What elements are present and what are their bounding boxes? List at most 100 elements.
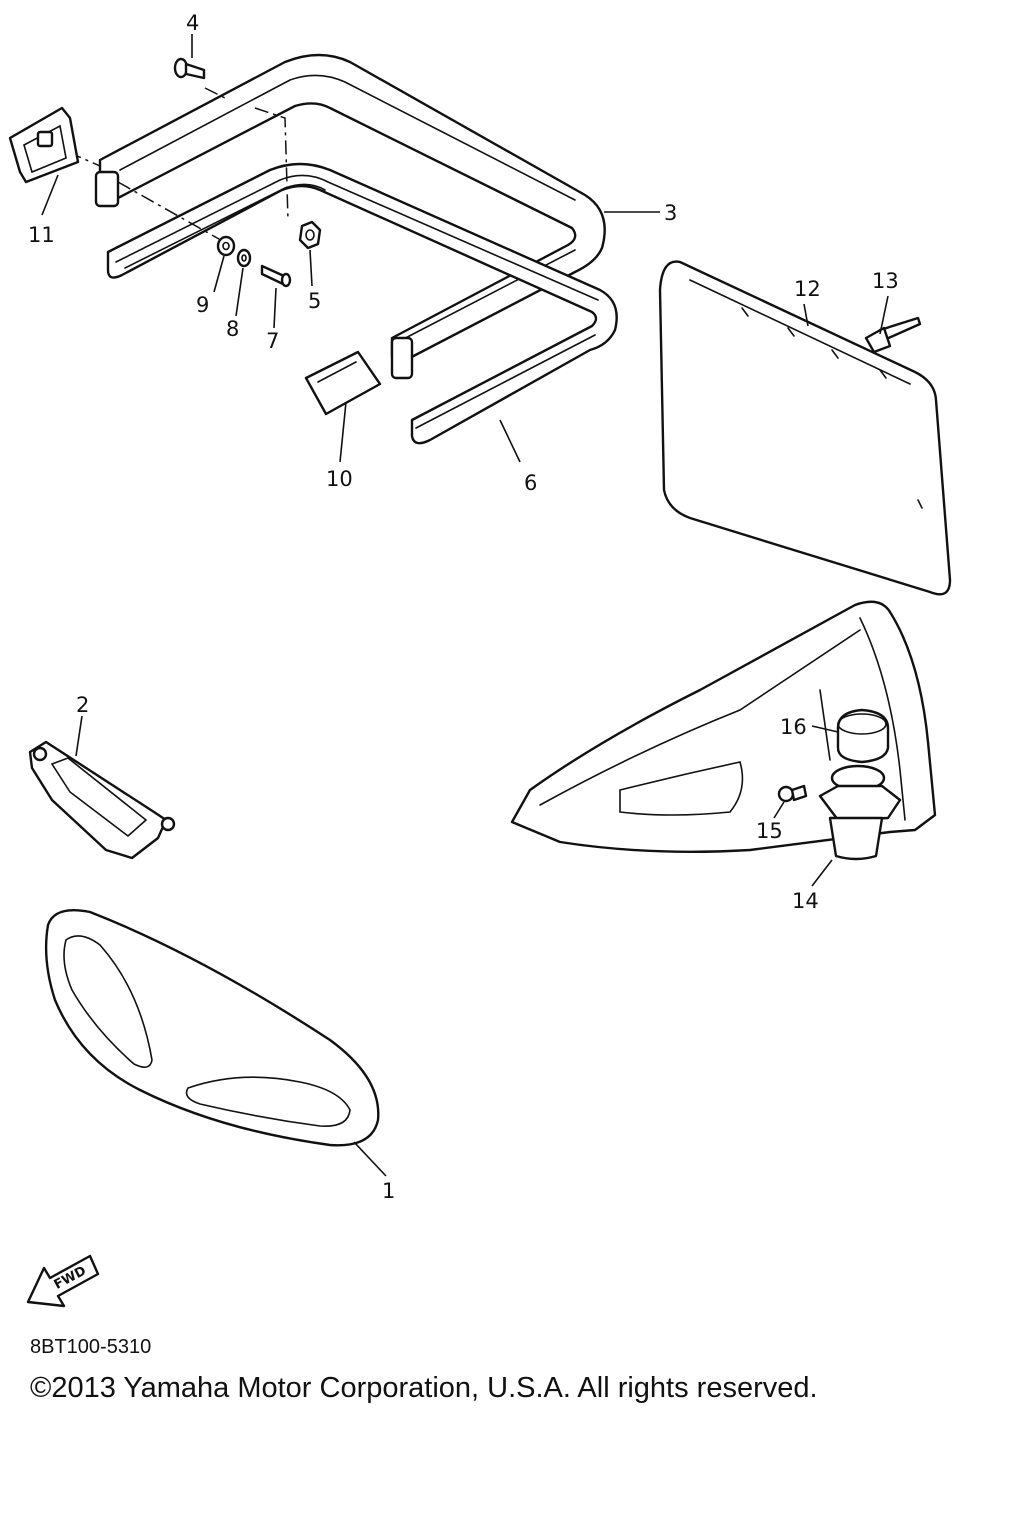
washer-8-hole (241, 254, 247, 262)
part-10-pad (304, 350, 382, 416)
panel-hole (831, 349, 839, 359)
leader-10 (339, 401, 347, 463)
screw-shaft (260, 264, 286, 286)
panel-hole (879, 369, 887, 379)
leader-9 (213, 255, 225, 293)
leader-1 (353, 1141, 387, 1177)
hull-opening (619, 761, 744, 816)
frame-body (98, 53, 606, 366)
leader-5 (309, 249, 313, 287)
frame-edge-line (119, 74, 576, 201)
callout-6: 6 (524, 471, 537, 495)
callouts: 4 11 3 9 8 7 5 10 6 12 13 16 15 14 2 1 (28, 11, 899, 1203)
frame-end-right (390, 336, 414, 380)
callout-12: 12 (794, 277, 821, 301)
leader-12 (803, 303, 809, 327)
clip-head (777, 785, 795, 803)
leader-2 (75, 715, 83, 757)
guide-line (117, 181, 227, 244)
callout-4: 4 (186, 11, 199, 35)
callout-1: 1 (382, 1179, 395, 1203)
frame-end-left (94, 170, 120, 208)
cover-cutout-right (185, 1076, 351, 1127)
callout-10: 10 (326, 467, 353, 491)
part-13-rivet (864, 316, 922, 354)
bolt-shaft (184, 62, 206, 80)
fwd-arrow-shape (26, 1254, 100, 1308)
panel-hole (917, 499, 923, 509)
cover-body (44, 908, 380, 1147)
leader-11 (41, 174, 59, 216)
part-14-fitting (818, 764, 902, 861)
callout-3: 3 (664, 201, 677, 225)
handle-mount-right (160, 816, 176, 832)
part-6-trim-strip (106, 162, 618, 445)
callout-13: 13 (872, 269, 899, 293)
hull-outline (510, 600, 937, 853)
rivet-head (864, 326, 892, 354)
clip-shaft (790, 784, 808, 802)
leader-13 (879, 295, 889, 335)
cap-top (837, 713, 887, 735)
leader-lines (41, 34, 889, 1177)
hull-section (510, 600, 937, 853)
handle-mount-left (32, 746, 48, 762)
panel-body (658, 260, 952, 596)
callout-11: 11 (28, 223, 55, 247)
callout-15: 15 (756, 819, 783, 843)
part-5-nut (298, 220, 322, 250)
pad-body (304, 350, 382, 416)
leader-15 (773, 801, 785, 819)
part-8-washer (236, 248, 252, 268)
cap-body (836, 708, 890, 764)
part-12-panel (658, 260, 952, 596)
callout-14: 14 (792, 889, 819, 913)
cover-cutout-left (63, 935, 153, 1068)
diagram-code: 8BT100-5310 (30, 1336, 152, 1358)
callout-5: 5 (308, 289, 321, 313)
part-11-bracket (8, 106, 80, 184)
callout-2: 2 (76, 693, 89, 717)
trim-strip-groove (115, 174, 599, 301)
panel-hole (741, 307, 749, 317)
leader-14 (811, 859, 833, 887)
part-16-cap (836, 708, 890, 764)
leader-8 (235, 267, 244, 317)
washer-9 (216, 235, 236, 257)
part-1-cover (44, 908, 380, 1147)
part-4-bolt (173, 57, 206, 80)
copyright-notice: ©2013 Yamaha Motor Corporation, U.S.A. A… (30, 1372, 818, 1404)
washer-9-hole (222, 241, 230, 251)
hull-rib (819, 689, 831, 761)
hull-contour (539, 629, 861, 806)
handle-recess (50, 757, 148, 838)
nut-body (298, 220, 322, 250)
screw-head (280, 272, 292, 288)
fitting-body (828, 816, 884, 861)
nut-hole (305, 229, 315, 241)
part-9-washer (216, 235, 236, 257)
part-3-frame (94, 53, 606, 380)
trim-strip-groove-2 (124, 183, 326, 269)
trim-strip-groove-3 (415, 334, 596, 429)
guide-line (254, 107, 289, 221)
callout-7: 7 (266, 329, 279, 353)
callout-16: 16 (780, 715, 807, 739)
part-15-clip (777, 784, 808, 803)
exploded-view-drawing: 4 11 3 9 8 7 5 10 6 12 13 16 15 14 2 1 F… (8, 11, 952, 1308)
handle-body (28, 740, 168, 860)
callout-9: 9 (196, 293, 209, 317)
part-2-handle (28, 740, 176, 860)
leader-7 (273, 287, 277, 329)
panel-hole (787, 327, 795, 337)
leader-6 (499, 419, 521, 463)
callout-8: 8 (226, 317, 239, 341)
part-7-screw (260, 264, 292, 288)
washer-8 (236, 248, 252, 268)
fwd-arrow-icon: FWD (26, 1254, 100, 1308)
bracket-nut (36, 130, 54, 148)
panel-edge (689, 279, 911, 385)
guide-line (204, 87, 226, 99)
pad-edge (317, 361, 357, 383)
